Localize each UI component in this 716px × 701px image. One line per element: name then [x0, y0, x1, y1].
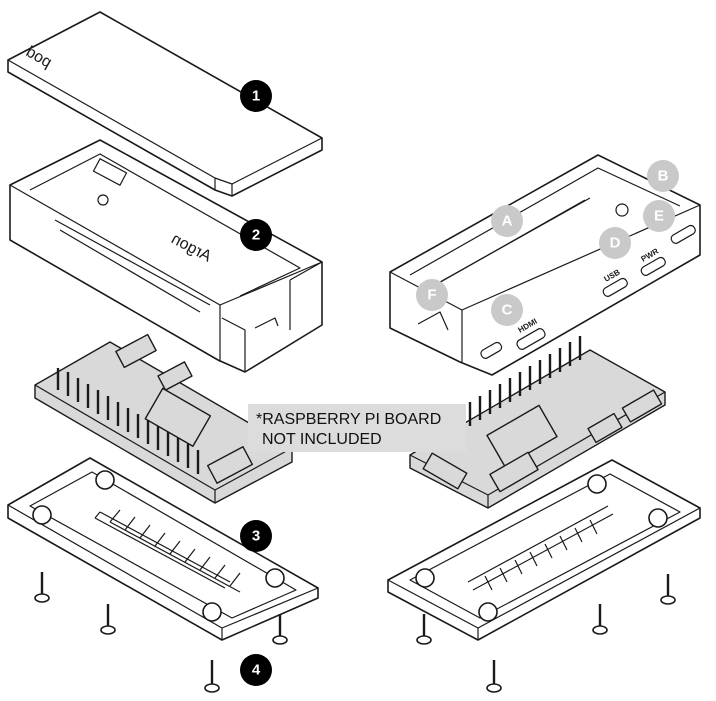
- note-line-2: NOT INCLUDED: [262, 431, 382, 448]
- svg-text:4: 4: [252, 662, 261, 679]
- callout-d: D: [599, 227, 631, 259]
- screw-icon: [204, 660, 220, 693]
- raspberry-pi-board-right: [409, 336, 666, 509]
- svg-text:F: F: [427, 287, 436, 304]
- screw-icon: [592, 604, 608, 635]
- screw-icon: [660, 574, 676, 605]
- svg-text:2: 2: [252, 227, 260, 244]
- vent-slots-left: [94, 509, 241, 593]
- svg-text:D: D: [610, 235, 621, 252]
- screw-icon: [416, 614, 432, 645]
- callout-b: B: [647, 160, 679, 192]
- screw-icon: [272, 614, 288, 645]
- vent-slots-right: [467, 505, 614, 591]
- callout-a: A: [491, 205, 523, 237]
- screw-icon: [486, 660, 502, 693]
- screw-icon: [34, 572, 50, 603]
- note-line-1: *RASPBERRY PI BOARD: [256, 411, 441, 428]
- step-badge-4: 4: [240, 654, 272, 686]
- callout-f: F: [416, 279, 448, 311]
- screws-left: [34, 572, 288, 693]
- svg-text:A: A: [502, 213, 513, 230]
- svg-text:C: C: [502, 302, 513, 319]
- svg-text:1: 1: [252, 88, 260, 105]
- callout-e: E: [643, 200, 675, 232]
- screw-icon: [100, 604, 116, 635]
- raspberry-pi-board-left: [34, 333, 293, 504]
- case-body-part: Argon: [9, 139, 323, 373]
- case-body-right: HDMI USB PWR: [389, 154, 701, 376]
- bottom-plate-right: [387, 459, 701, 641]
- step-badge-2: 2: [240, 219, 272, 251]
- not-included-note: *RASPBERRY PI BOARD NOT INCLUDED: [248, 404, 466, 452]
- step-badge-3: 3: [240, 520, 272, 552]
- step-badge-1: 1: [240, 80, 272, 112]
- svg-text:3: 3: [252, 528, 260, 545]
- screws-right: [416, 574, 676, 693]
- callout-c: C: [491, 294, 523, 326]
- svg-text:E: E: [654, 208, 664, 225]
- bottom-plate-left: [7, 457, 319, 641]
- svg-text:B: B: [658, 168, 669, 185]
- gpio-header-left: [56, 368, 200, 474]
